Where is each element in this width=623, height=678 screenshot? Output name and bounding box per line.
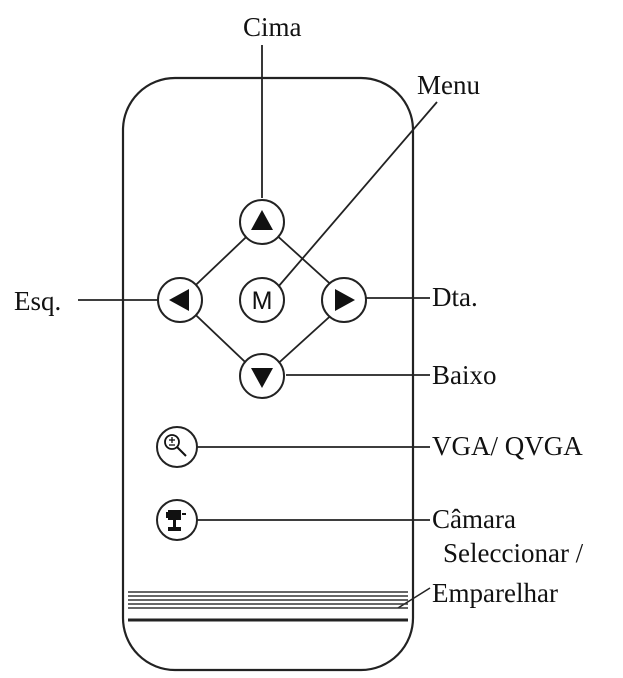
camera-button[interactable] — [156, 499, 198, 541]
label-select-line2: Emparelhar — [432, 578, 558, 608]
label-left: Esq. — [14, 286, 62, 316]
left-button[interactable] — [157, 277, 203, 323]
pairing-strip — [128, 591, 408, 609]
right-button[interactable] — [321, 277, 367, 323]
magnifier-zoom-icon — [164, 434, 187, 457]
label-camera: Câmara — [432, 504, 516, 534]
leader-menu — [277, 101, 438, 288]
up-button[interactable] — [239, 199, 285, 245]
menu-button[interactable]: M — [239, 277, 285, 323]
triangle-down-icon — [251, 368, 273, 388]
triangle-up-icon — [251, 210, 273, 230]
camera-icon — [166, 510, 186, 531]
triangle-right-icon — [335, 289, 355, 311]
label-right: Dta. — [432, 282, 478, 312]
zoom-button[interactable] — [156, 426, 198, 468]
label-down: Baixo — [432, 360, 497, 390]
label-up: Cima — [243, 12, 302, 42]
menu-letter: M — [252, 287, 273, 315]
label-select-line1: Seleccionar / — [443, 538, 584, 568]
label-zoom: VGA/ QVGA — [432, 431, 583, 461]
label-menu: Menu — [417, 70, 480, 100]
down-button[interactable] — [239, 353, 285, 399]
triangle-left-icon — [169, 289, 189, 311]
